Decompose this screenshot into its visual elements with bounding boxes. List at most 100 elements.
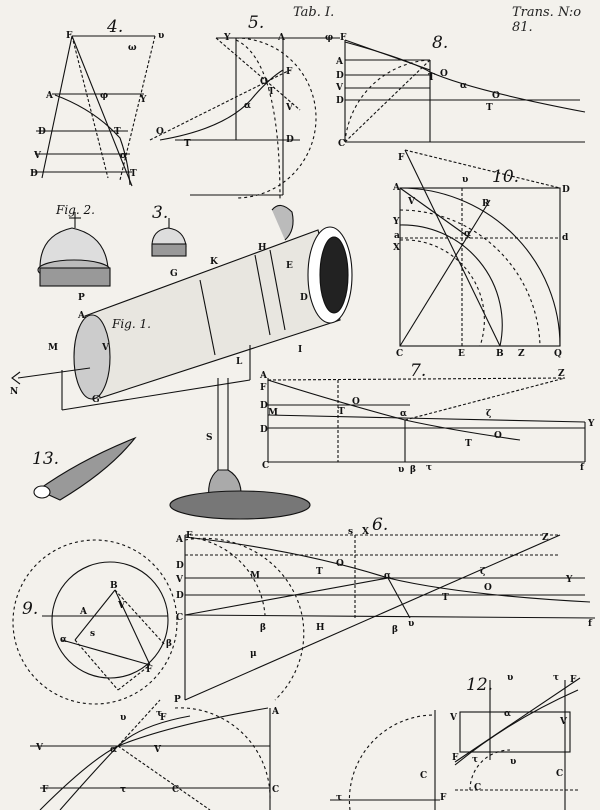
point-label: α — [464, 229, 471, 239]
point-label: Z — [518, 349, 525, 359]
point-label: A — [271, 707, 280, 717]
point-label: f — [580, 463, 585, 473]
point-label: τ — [472, 755, 478, 765]
point-label: τ — [120, 785, 126, 795]
point-label: Y — [139, 95, 147, 105]
point-label: A — [277, 33, 286, 43]
figure-9-diagram — [12, 539, 178, 705]
point-label: β — [410, 465, 416, 475]
point-label: V — [101, 343, 110, 353]
point-label: H — [316, 623, 325, 633]
point-label: D — [260, 425, 268, 435]
point-label: α — [460, 81, 467, 91]
point-label: Y — [223, 33, 231, 43]
point-label: τ — [426, 463, 432, 473]
point-label: A — [175, 535, 184, 545]
point-label: α — [400, 409, 407, 419]
point-label: G — [92, 395, 100, 405]
point-label: F — [440, 793, 447, 803]
point-label: F — [398, 153, 405, 163]
point-label: C — [420, 771, 427, 781]
figure-8-diagram — [344, 39, 586, 143]
figure-5-diagram — [149, 37, 340, 201]
point-label: B — [110, 581, 118, 591]
point-label: F — [286, 67, 293, 77]
figure-7-diagram — [267, 377, 586, 463]
point-label: Q — [554, 349, 562, 359]
point-label: α — [504, 709, 511, 719]
comet-figure-13 — [33, 436, 137, 501]
point-label: V — [449, 713, 458, 723]
point-label: A — [392, 183, 401, 193]
point-label: D — [30, 169, 38, 179]
point-label: D — [300, 293, 308, 303]
point-label: M — [250, 571, 260, 581]
point-label: H — [258, 243, 267, 253]
crown-figure-2 — [37, 212, 111, 287]
point-label: A — [259, 371, 268, 381]
figure-number-1: Fig. 1. — [111, 317, 151, 331]
point-label: F — [42, 785, 49, 795]
point-label: P — [78, 293, 85, 303]
point-label: O — [440, 69, 448, 79]
point-label: ω — [128, 43, 137, 53]
point-label: ζ — [486, 409, 491, 419]
point-label: T — [338, 407, 345, 417]
point-label: V — [559, 717, 568, 727]
point-label: O — [156, 127, 164, 137]
figure-number-8: 8. — [432, 33, 448, 53]
point-label: T — [428, 73, 435, 83]
point-label: τ — [156, 709, 162, 719]
point-label: D — [336, 71, 344, 81]
point-label: T — [130, 169, 137, 179]
point-label: X — [393, 243, 400, 253]
point-label: F — [146, 665, 153, 675]
point-label: F — [260, 383, 267, 393]
point-label: υ — [158, 31, 164, 41]
figure-bottom-left-diagram — [30, 699, 271, 810]
figure-number-12: 12. — [466, 675, 493, 695]
point-label: φ — [100, 91, 108, 101]
point-label: P — [174, 695, 181, 705]
point-label: α — [244, 101, 251, 111]
point-label: T — [316, 567, 323, 577]
figure-number-10: 10. — [492, 167, 519, 187]
point-label: D — [286, 135, 294, 145]
point-label: T — [465, 439, 472, 449]
point-label: F — [186, 531, 193, 541]
point-label: V — [153, 745, 162, 755]
point-label: Y — [587, 419, 595, 429]
point-label: α — [384, 571, 391, 581]
point-label: B — [496, 349, 504, 359]
point-label: R — [482, 199, 490, 209]
point-label: Z — [542, 533, 549, 543]
point-label: F — [570, 675, 577, 685]
point-label: N — [10, 387, 18, 397]
point-label: D — [562, 185, 570, 195]
point-label: V — [335, 83, 344, 93]
point-label: μ — [250, 649, 257, 659]
point-label: C — [262, 461, 269, 471]
point-label: υ — [408, 619, 414, 629]
point-label: υ — [510, 757, 516, 767]
point-label: d — [562, 233, 569, 243]
point-label: V — [117, 601, 126, 611]
point-label: C — [176, 613, 183, 623]
figure-number-3: 3. — [152, 203, 168, 223]
point-label: T — [114, 127, 121, 137]
point-label: α — [110, 745, 117, 755]
figure-number-2: Fig. 2. — [55, 203, 95, 217]
point-label: α — [120, 151, 127, 161]
point-label: O — [492, 91, 500, 101]
figure-number-5: 5. — [248, 13, 264, 33]
point-label: V — [285, 103, 294, 113]
point-label: τ — [336, 793, 342, 803]
point-label: Y — [392, 217, 400, 227]
point-label: O — [352, 397, 360, 407]
telescope-figure-1 — [11, 204, 353, 520]
point-label: C — [556, 769, 563, 779]
point-label: D — [38, 127, 46, 137]
point-label: Y — [565, 575, 573, 585]
